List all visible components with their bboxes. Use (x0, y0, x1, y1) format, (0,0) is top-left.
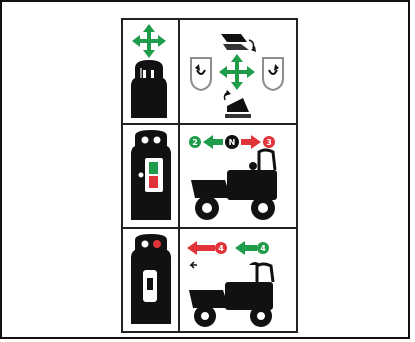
control-decal: 2 N 3 (121, 18, 298, 333)
forward-arrow-icon (203, 135, 223, 149)
image-frame: 2 N 3 (0, 0, 410, 339)
rotate-right-icon (263, 58, 283, 90)
fast-arrow-icon (187, 241, 215, 255)
bucket-lower-icon (225, 90, 252, 118)
reverse-arrow-icon (241, 135, 261, 149)
decal-svg: 2 N 3 (123, 20, 296, 331)
speed-badge-left: 4 (215, 242, 227, 254)
center-4way-green-icon (219, 54, 255, 90)
reverse-label: 3 (266, 138, 272, 147)
joystick-4way-green-icon (132, 24, 166, 58)
neutral-badge: N (225, 135, 239, 149)
slow-arrow-icon (235, 241, 257, 255)
forward-label: 2 (192, 138, 198, 147)
forward-badge: 2 (189, 136, 201, 148)
speed-badge-right: 4 (257, 242, 269, 254)
dumper-vehicle-small-icon (189, 264, 273, 327)
reverse-badge: 3 (263, 136, 275, 148)
turtle-slow-icon (191, 262, 197, 268)
speed-label-left: 4 (218, 244, 224, 253)
bucket-raise-icon (221, 34, 256, 52)
joystick-handle-icon (131, 60, 167, 118)
control-box-icon (131, 130, 171, 220)
neutral-label: N (229, 138, 236, 147)
rotate-left-icon (191, 58, 211, 90)
speed-label-right: 4 (260, 244, 266, 253)
speed-control-icon (131, 234, 171, 324)
dumper-vehicle-icon (191, 150, 277, 220)
